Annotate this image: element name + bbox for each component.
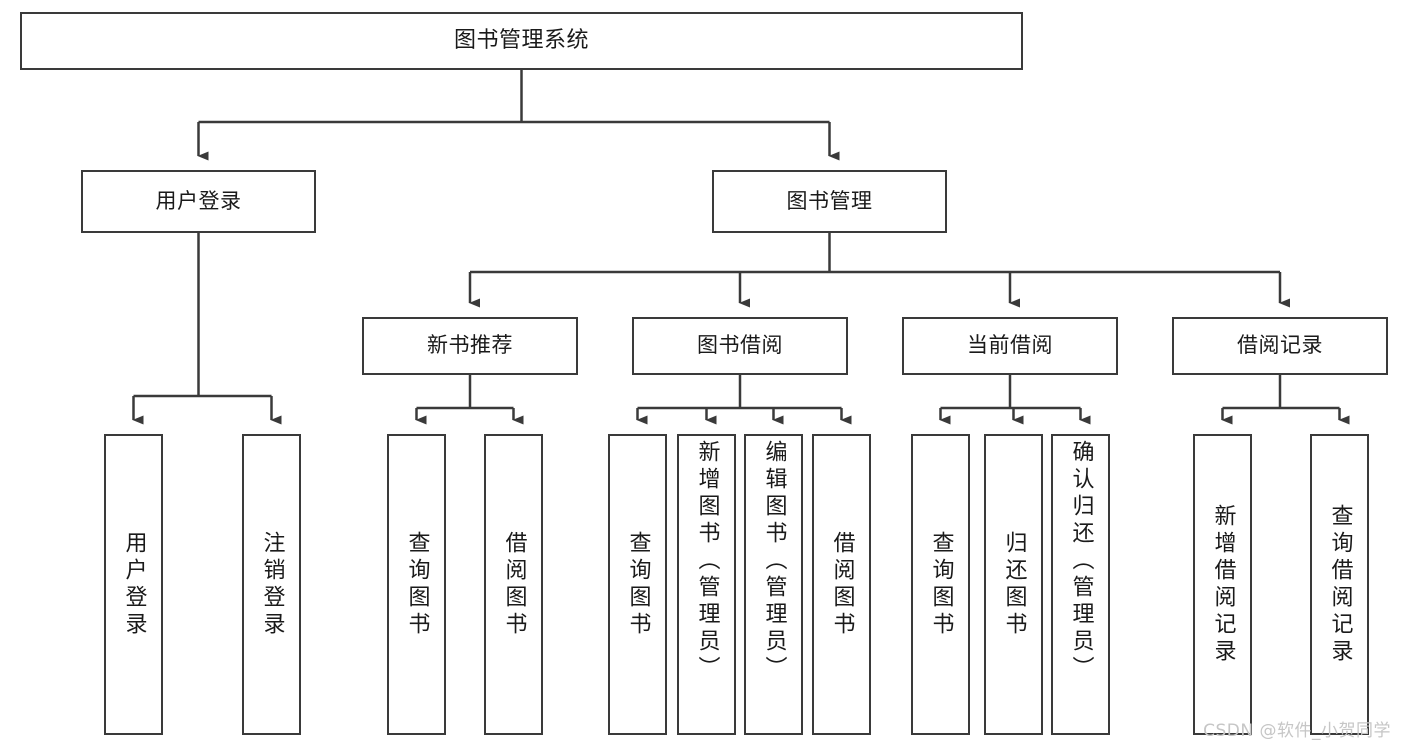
node-label: 新增图书（管理员） [694, 440, 720, 683]
node-user-login[interactable]: 用户登录 [81, 170, 316, 233]
node-leaf-borrow-book[interactable]: 借阅图书 [812, 434, 871, 735]
node-leaf-return-book[interactable]: 归还图书 [984, 434, 1043, 735]
node-label: 查询借阅记录 [1327, 503, 1353, 666]
node-leaf-add-borrow-record[interactable]: 新增借阅记录 [1193, 434, 1252, 735]
node-book-borrow[interactable]: 图书借阅 [632, 317, 848, 375]
node-label: 借阅图书 [501, 530, 527, 639]
node-label: 当前借阅 [967, 333, 1053, 358]
node-leaf-edit-book-admin[interactable]: 编辑图书（管理员） [744, 434, 803, 735]
node-label: 新书推荐 [427, 333, 513, 358]
node-leaf-query-book-borrow[interactable]: 查询图书 [608, 434, 667, 735]
connector-newbookrec-to-leaves [415, 375, 524, 425]
node-label: 查询图书 [404, 530, 430, 639]
node-label: 借阅图书 [829, 530, 855, 639]
node-label: 注销登录 [259, 530, 285, 639]
connector-userlogin-to-leaves [132, 233, 282, 425]
node-new-book-recommend[interactable]: 新书推荐 [362, 317, 578, 375]
connector-borrowrecord-to-leaves [1221, 375, 1350, 425]
node-leaf-logout[interactable]: 注销登录 [242, 434, 301, 735]
node-book-management[interactable]: 图书管理 [712, 170, 947, 233]
node-label: 新增借阅记录 [1210, 503, 1236, 666]
node-label: 图书管理系统 [453, 27, 589, 53]
node-label: 用户登录 [121, 530, 147, 639]
node-label: 查询图书 [625, 530, 651, 639]
node-label: 归还图书 [1001, 530, 1027, 639]
node-current-borrow[interactable]: 当前借阅 [902, 317, 1118, 375]
node-leaf-confirm-return-admin[interactable]: 确认归还（管理员） [1051, 434, 1110, 735]
csdn-watermark: CSDN @软件_小贺同学 [1203, 721, 1391, 741]
connector-bookborrow-to-leaves [636, 375, 852, 425]
node-label: 图书借阅 [697, 333, 783, 358]
node-leaf-add-book-admin[interactable]: 新增图书（管理员） [677, 434, 736, 735]
node-leaf-query-book-recommend[interactable]: 查询图书 [387, 434, 446, 735]
node-root-system[interactable]: 图书管理系统 [20, 12, 1023, 70]
node-label: 确认归还（管理员） [1068, 440, 1094, 683]
node-label: 图书管理 [786, 188, 873, 213]
node-leaf-user-login[interactable]: 用户登录 [104, 434, 163, 735]
connector-bookmanage-to-level3 [468, 233, 1290, 308]
connector-root-to-level2 [197, 70, 840, 161]
node-label: 借阅记录 [1237, 333, 1323, 358]
node-label: 编辑图书（管理员） [761, 440, 787, 683]
node-leaf-query-book-current[interactable]: 查询图书 [911, 434, 970, 735]
node-label: 查询图书 [928, 530, 954, 639]
node-leaf-query-borrow-record[interactable]: 查询借阅记录 [1310, 434, 1369, 735]
node-leaf-borrow-book-recommend[interactable]: 借阅图书 [484, 434, 543, 735]
node-borrow-record[interactable]: 借阅记录 [1172, 317, 1388, 375]
node-label: 用户登录 [155, 188, 242, 213]
connector-currentborrow-to-leaves [939, 375, 1091, 425]
